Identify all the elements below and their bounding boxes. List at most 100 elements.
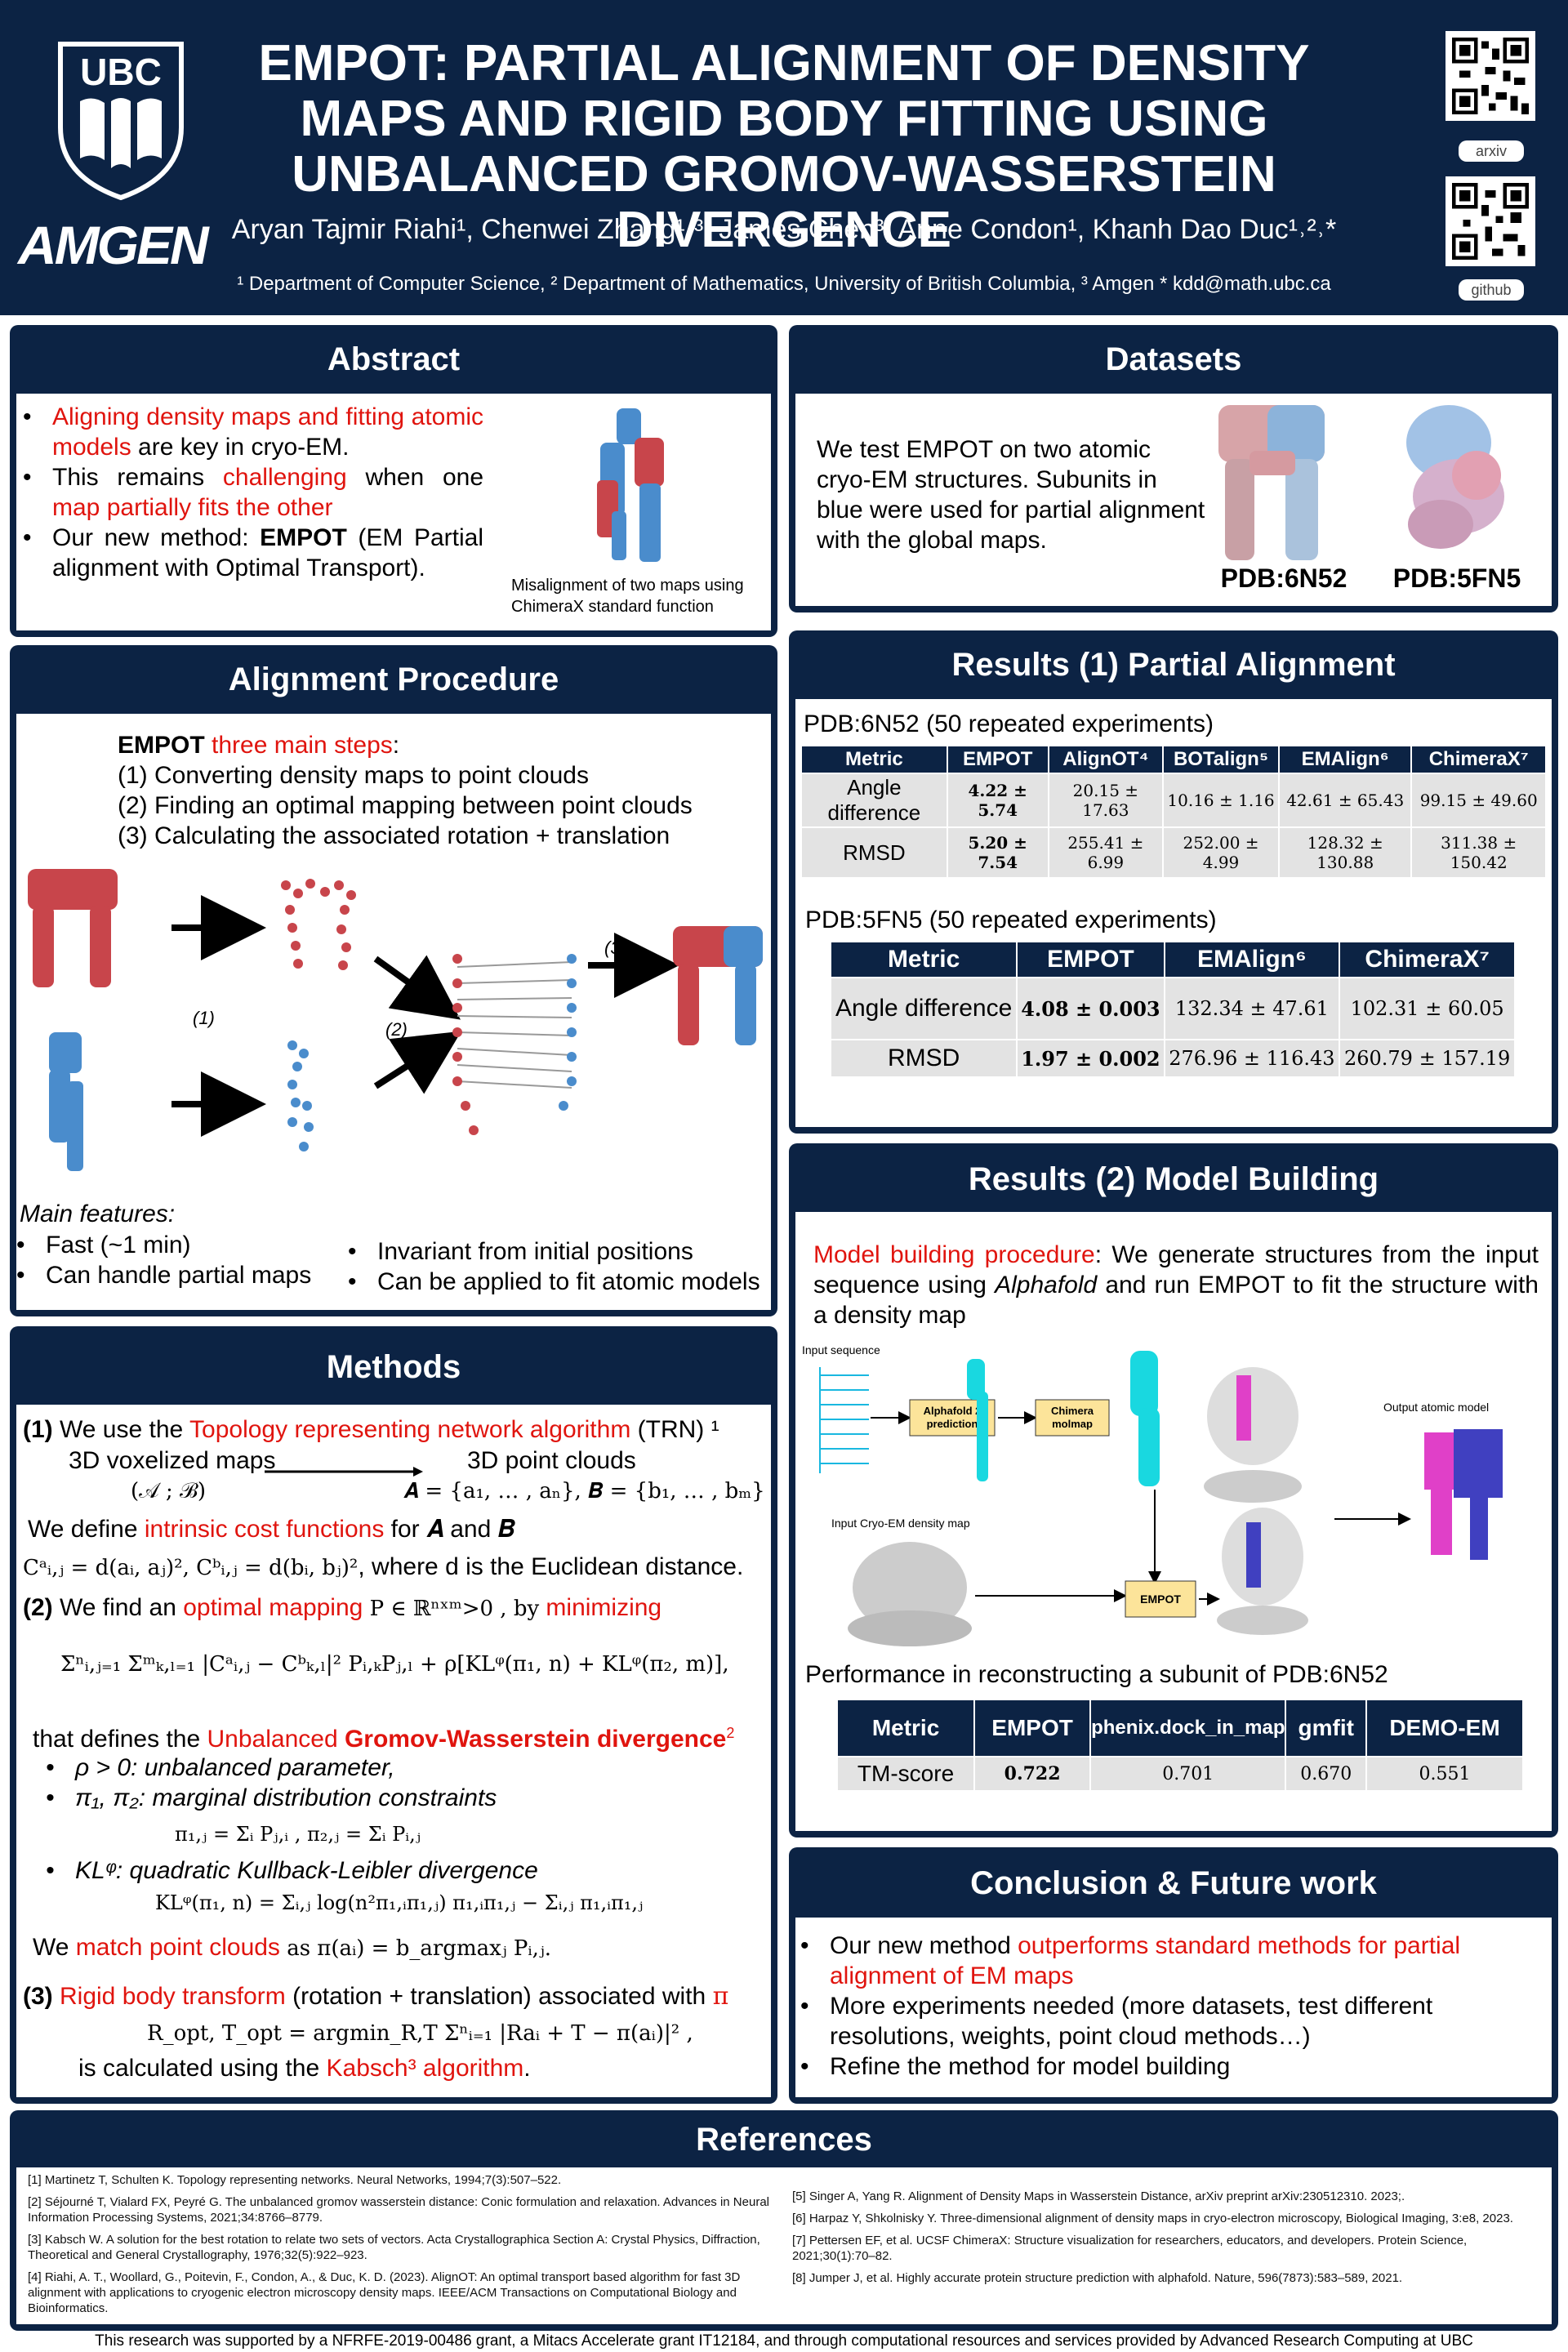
method-step-2: (2) We find an optimal mapping P ∈ ℝⁿˣᵐ>… xyxy=(23,1594,662,1621)
features-title: Main features: xyxy=(20,1200,176,1227)
reference-item: [8] Jumper J, et al. Highly accurate pro… xyxy=(792,2271,1403,2285)
svg-text:(3): (3) xyxy=(604,938,626,958)
kl-parameter: KLᵠ: quadratic Kullback-Leibler divergen… xyxy=(41,1855,538,1886)
reference-item: [4] Riahi, A. T., Woollard, G., Poitevin… xyxy=(28,2270,741,2315)
alignment-panel: Alignment Procedure EMPOT three main ste… xyxy=(10,645,777,1316)
feature-item: Can be applied to fit atomic models xyxy=(343,1267,760,1297)
svg-text:(1): (1) xyxy=(193,1008,215,1028)
param-pi: π₁, π₂: marginal distribution constraint… xyxy=(41,1783,497,1813)
results1-title: Results (1) Partial Alignment xyxy=(951,647,1396,683)
optimal-mapping-diagram xyxy=(452,954,577,1135)
reference-item: [2] Séjourné T, Vialard FX, Peyré G. The… xyxy=(28,2195,769,2225)
cost-function-text: We define intrinsic cost functions for 𝑨… xyxy=(28,1516,515,1543)
conclusion-title: Conclusion & Future work xyxy=(970,1865,1377,1901)
steps-heading: EMPOT three main steps: xyxy=(118,732,400,759)
arxiv-label: arxiv xyxy=(1459,140,1524,162)
chimera-molmap-box xyxy=(1035,1399,1110,1437)
poster-title: EMPOT: PARTIAL ALIGNMENT OF DENSITY MAPS… xyxy=(258,35,1310,258)
point-clouds-symbol: 𝑨 = {a₁, … , aₙ}, 𝑩 = {b₁, … , bₘ} xyxy=(403,1479,765,1503)
svg-text:Input Cryo-EM density map: Input Cryo-EM density map xyxy=(831,1517,970,1530)
datasets-text: We test EMPOT on two atomic cryo-EM stru… xyxy=(817,436,1205,554)
results2-panel: Results (2) Model Building Model buildin… xyxy=(789,1143,1558,1838)
abstract-bullet: Our new method: EMPOT (EM Partial alignm… xyxy=(18,523,483,583)
datasets-title: Datasets xyxy=(1105,341,1242,377)
alphafold-structure xyxy=(967,1359,988,1481)
red-density-map xyxy=(28,869,118,987)
github-qr-code[interactable] xyxy=(1446,176,1535,266)
point-clouds-label: 3D point clouds xyxy=(467,1447,636,1474)
arrow-icon xyxy=(265,1467,423,1477)
reference-item: [6] Harpaz Y, Shkolnisky Y. Three-dimens… xyxy=(792,2212,1513,2225)
svg-text:EMPOT: EMPOT xyxy=(1140,1592,1181,1606)
abstract-image-caption: Misalignment of two maps using ChimeraX … xyxy=(511,577,744,616)
abstract-title: Abstract xyxy=(327,341,461,377)
step-3: (3) Calculating the associated rotation … xyxy=(118,822,670,849)
conclusion-bullet: More experiments needed (more datasets, … xyxy=(795,1991,1498,2051)
amgen-logo: AMGEN xyxy=(18,215,209,275)
references-left-column: [1] Martinetz T, Schulten K. Topology re… xyxy=(28,2172,771,2323)
conclusion-panel: Conclusion & Future work Our new method … xyxy=(789,1847,1558,2104)
arxiv-qr-code[interactable] xyxy=(1446,31,1535,121)
param-rho: ρ > 0: unbalanced parameter, xyxy=(41,1753,497,1783)
feature-item: Can handle partial maps xyxy=(11,1260,311,1290)
pdb-6n52-label: PDB:6N52 xyxy=(1220,564,1348,593)
alignment-pipeline-diagram: (1) (2) xyxy=(28,869,763,1171)
poster-header: UBC AMGEN EMPOT: PARTIAL ALIGNMENT OF DE… xyxy=(0,0,1568,315)
alignment-steps: EMPOT three main steps: (1) Converting d… xyxy=(118,730,693,851)
ugw-definition: that defines the Unbalanced Gromov-Wasse… xyxy=(33,1725,735,1753)
svg-text:Output atomic model: Output atomic model xyxy=(1383,1401,1489,1414)
ugw-parameters: ρ > 0: unbalanced parameter, π₁, π₂: mar… xyxy=(41,1753,497,1813)
svg-text:UBC: UBC xyxy=(80,51,162,93)
empot-box xyxy=(1125,1580,1196,1618)
input-density-map-image xyxy=(848,1542,972,1646)
abstract-bullet: Aligning density maps and fitting atomic… xyxy=(18,402,483,462)
feature-item: Fast (~1 min) xyxy=(11,1230,311,1260)
svg-text:Alphafold 2: Alphafold 2 xyxy=(924,1405,982,1417)
features-list-right: Invariant from initial positions Can be … xyxy=(343,1236,760,1297)
references-panel: References [1] Martinetz T, Schulten K. … xyxy=(10,2110,1558,2331)
ugw-formula: Σⁿᵢ,ⱼ₌₁ Σᵐₖ,ₗ₌₁ |Cᵃᵢ,ⱼ − Cᵇₖ,ₗ|² Pᵢ,ₖPⱼ,… xyxy=(60,1652,729,1677)
svg-text:Input sequence: Input sequence xyxy=(802,1343,880,1356)
reference-item: [5] Singer A, Yang R. Alignment of Densi… xyxy=(792,2189,1405,2203)
kabsch-text: is calculated using the Kabsch³ algorith… xyxy=(78,2055,531,2082)
molmap-structure xyxy=(1130,1351,1160,1486)
method-step-1: (1) We use the Topology representing net… xyxy=(23,1416,719,1443)
features-list-left: Fast (~1 min) Can handle partial maps xyxy=(11,1230,311,1290)
conclusion-bullets: Our new method outperforms standard meth… xyxy=(795,1931,1498,2082)
pdb-5fn5-label: PDB:5FN5 xyxy=(1392,564,1521,593)
performance-title: Performance in reconstructing a subunit … xyxy=(805,1661,1388,1688)
param-kl: KLᵠ: quadratic Kullback-Leibler divergen… xyxy=(41,1855,538,1886)
red-point-cloud xyxy=(281,879,356,970)
blue-density-map xyxy=(49,1032,83,1171)
match-text: We match point clouds as π(aᵢ) = b_argma… xyxy=(33,1934,552,1961)
reference-item: [1] Martinetz T, Schulten K. Topology re… xyxy=(28,2173,562,2187)
blue-point-cloud xyxy=(287,1040,314,1152)
funding-footer: This research was supported by a NFRFE-2… xyxy=(95,2332,1473,2350)
authors: Aryan Tajmir Riahi¹, Chenwei Zhang¹˒³, J… xyxy=(231,214,1337,245)
results1-subtitle-6n52: PDB:6N52 (50 repeated experiments) xyxy=(804,710,1214,737)
reference-item: [3] Kabsch W. A solution for the best ro… xyxy=(28,2233,760,2262)
conclusion-bullet: Our new method outperforms standard meth… xyxy=(795,1931,1498,1991)
rigid-transform-formula: R_opt, T_opt = argmin_R,T Σⁿᵢ₌₁ |Raᵢ + T… xyxy=(147,2021,693,2046)
conclusion-bullet: Refine the method for model building xyxy=(795,2051,1498,2082)
methods-title: Methods xyxy=(326,1349,461,1385)
output-model-image xyxy=(1424,1429,1503,1560)
feature-item: Invariant from initial positions xyxy=(343,1236,760,1267)
sequence-icon xyxy=(819,1367,869,1473)
references-right-column: [5] Singer A, Yang R. Alignment of Densi… xyxy=(792,2189,1535,2292)
svg-text:(2): (2) xyxy=(385,1019,408,1040)
svg-text:prediction: prediction xyxy=(927,1418,978,1430)
cost-formula-line: Cᵃᵢ,ⱼ = d(aᵢ, aⱼ)², Cᵇᵢ,ⱼ = d(bᵢ, bⱼ)², … xyxy=(23,1553,744,1580)
pi-formula: π₁,ⱼ = Σᵢ Pⱼ,ᵢ , π₂,ⱼ = Σᵢ Pᵢ,ⱼ xyxy=(175,1823,421,1846)
abstract-panel: Abstract Aligning density maps and fitti… xyxy=(10,325,777,637)
model-building-text: Model building procedure: We generate st… xyxy=(813,1241,1539,1329)
step-1: (1) Converting density maps to point clo… xyxy=(118,762,589,789)
reference-item: [7] Pettersen EF, et al. UCSF ChimeraX: … xyxy=(792,2234,1468,2263)
github-label: github xyxy=(1459,279,1524,301)
affiliations: ¹ Department of Computer Science, ² Depa… xyxy=(237,273,1331,295)
ubc-logo: UBC xyxy=(58,42,184,201)
pdb-6n52-image xyxy=(1218,405,1325,560)
svg-text:Chimera: Chimera xyxy=(1051,1405,1094,1417)
datasets-panel: Datasets We test EMPOT on two atomic cry… xyxy=(789,325,1558,612)
